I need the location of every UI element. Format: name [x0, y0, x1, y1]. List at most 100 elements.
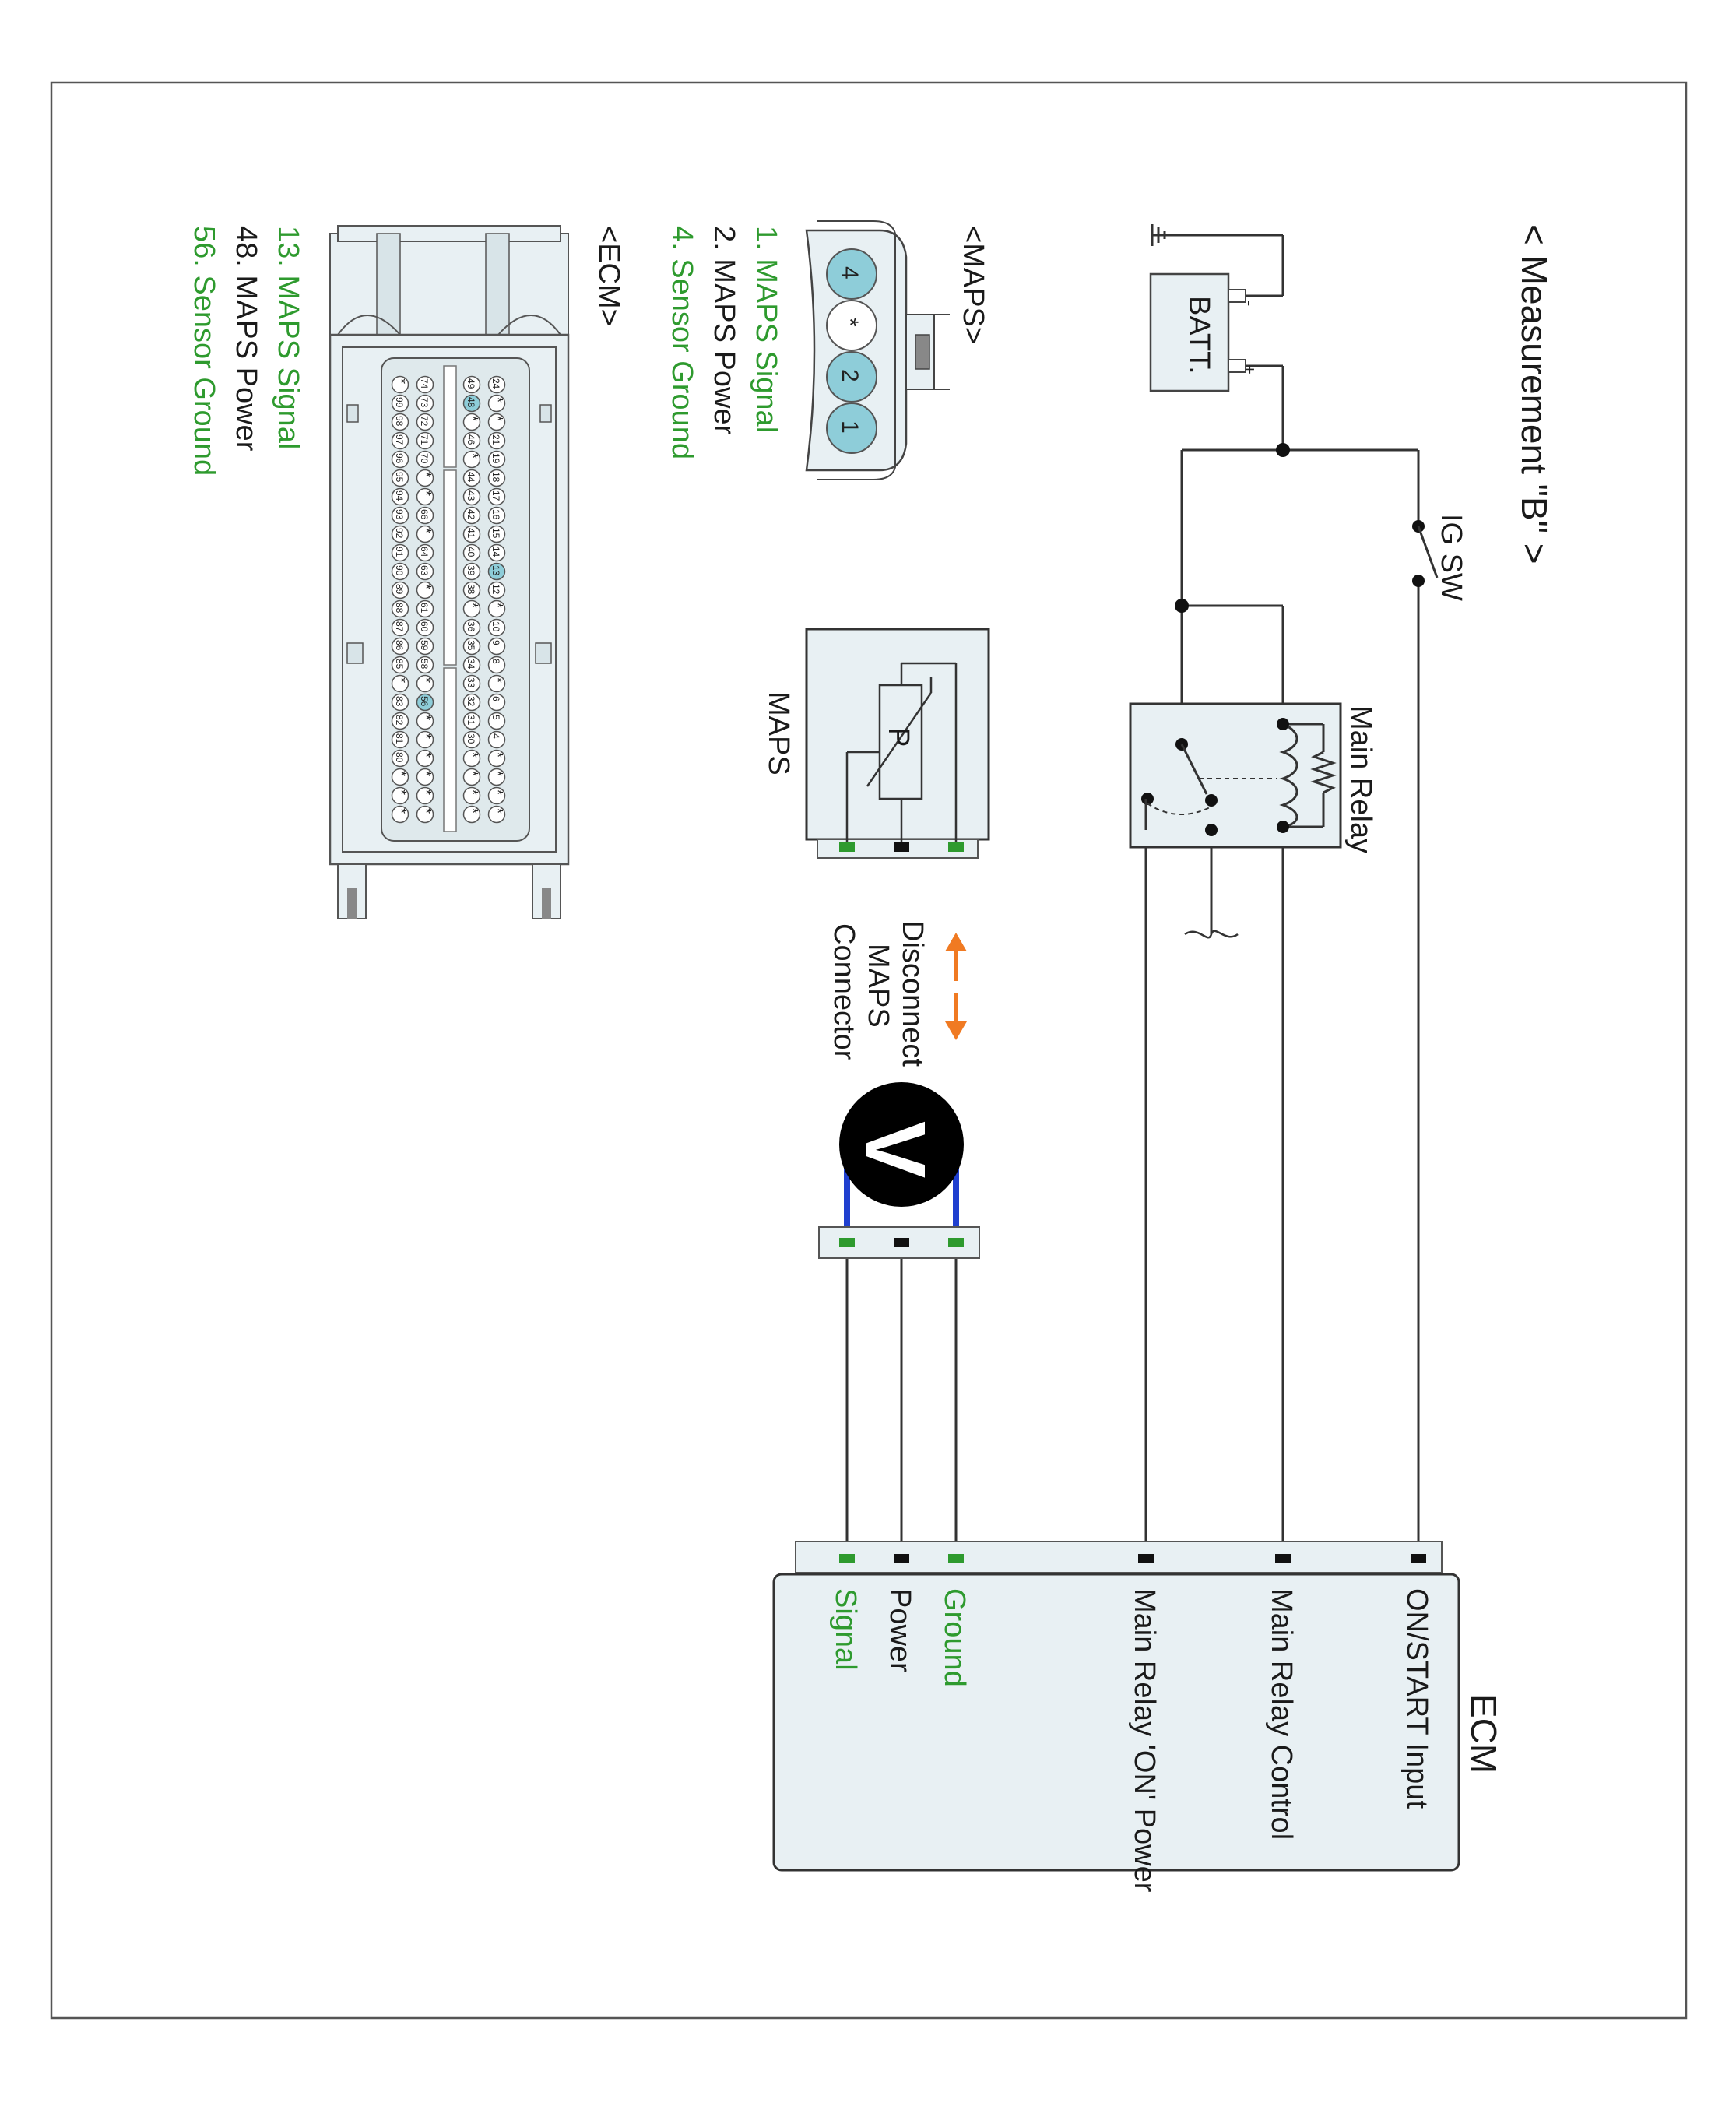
ecm-pin-label: * — [490, 771, 505, 776]
ecm-pin-cell — [391, 749, 409, 768]
ecm-pin-cell — [462, 375, 481, 394]
ecm-pin-label: 44 — [466, 472, 476, 483]
ecm-pin-label: 6 — [490, 696, 501, 701]
ecm-pin-cell — [391, 375, 409, 394]
ecm-pin-label: 43 — [466, 490, 476, 501]
ecm-pin-label: 95 — [394, 472, 405, 483]
ecm-pin-cell — [416, 581, 434, 599]
ecm-pin-label: 34 — [466, 659, 476, 670]
ecm-pin-cell — [462, 674, 481, 693]
ecm-pin-label: 32 — [466, 696, 476, 707]
ecm-pin-cell — [416, 469, 434, 487]
ecm-pin-label: * — [418, 715, 434, 720]
ecm-pin-label: 17 — [490, 490, 501, 501]
instruction-line1: Disconnect — [896, 920, 929, 1067]
ecm-pin-cell — [487, 749, 506, 768]
ecm-pin-cell — [391, 469, 409, 487]
junction-dots — [1175, 443, 1290, 613]
ground-icon — [1151, 224, 1166, 246]
ecm-pin-cell — [391, 394, 409, 413]
disconnect-instruction: Disconnect MAPS Connector — [828, 920, 967, 1067]
ecm-pin-label: * — [418, 771, 434, 776]
maps-cavity — [826, 300, 877, 351]
ecm-pin-cell — [416, 599, 434, 618]
maps-sensor: P MAPS — [762, 628, 990, 859]
voltmeter-symbol: V — [847, 1121, 943, 1178]
voltmeter: V — [839, 1082, 964, 1244]
ecm-pin-label: 90 — [394, 565, 405, 576]
ecm-pin-cell — [391, 637, 409, 656]
ecm-pin-cell — [462, 581, 481, 599]
ecm-pin-label: 63 — [419, 565, 430, 576]
ecm-pin-48: 48. MAPS Power — [230, 226, 262, 452]
ecm-pin-cell — [462, 693, 481, 712]
ecm-terminal-power: Power — [884, 1588, 916, 1672]
ecm-pin-cell — [487, 450, 506, 469]
ecm-pin-label: 21 — [490, 434, 501, 445]
ecm-pin-label: 4 — [490, 733, 501, 739]
ecm-pin-label: * — [418, 584, 434, 589]
ecm-pin-cell — [487, 730, 506, 749]
battery-plus: + — [1240, 364, 1260, 374]
ecm-pin-cell — [462, 394, 481, 413]
ecm-pin-cell — [487, 656, 506, 674]
ecm-pin-label: * — [465, 808, 480, 814]
ecm-pin-label: 33 — [466, 677, 476, 688]
ecm-pin-cell — [416, 786, 434, 805]
ecm-pin-label: * — [465, 771, 480, 776]
ecm-pin-cell — [487, 562, 506, 581]
maps-cavities: 4*21 — [826, 248, 877, 454]
ecm-pin-label: 56 — [419, 696, 430, 707]
ecm-pin-label: 24 — [490, 378, 501, 389]
ecm-pin-cell — [391, 730, 409, 749]
ecm-pin-label: 10 — [490, 621, 501, 632]
ecm-pin-label: * — [490, 677, 505, 683]
ecm-pin-label: * — [490, 752, 505, 758]
maps-element-label: P — [882, 727, 915, 747]
ecm-pin-label: 18 — [490, 472, 501, 483]
diagram-frame — [50, 81, 1688, 2020]
ecm-pin-label: 60 — [419, 621, 430, 632]
ecm-pin-label: 30 — [466, 733, 476, 744]
maps-pin-2: 2. MAPS Power — [708, 226, 740, 435]
ecm-pin-label: 83 — [394, 696, 405, 707]
ecm-pin-cell — [416, 375, 434, 394]
ecm-connector-title: <ECM> — [592, 226, 625, 326]
ecm-pin-label: * — [490, 808, 505, 814]
ecm-pin-cell — [462, 805, 481, 824]
ecm-pin-cell — [487, 394, 506, 413]
ecm-pin-cell — [462, 562, 481, 581]
ecm-pin-label: 98 — [394, 416, 405, 427]
wire-break-icon — [1184, 930, 1239, 939]
maps-connector-title: <MAPS> — [957, 226, 989, 344]
maps-cavity-label: * — [837, 318, 863, 327]
ecm-pin-cell — [416, 693, 434, 712]
maps-pin-1: 1. MAPS Signal — [750, 226, 782, 433]
ecm-pin-label: 48 — [466, 397, 476, 408]
ecm-pin-label: 80 — [394, 752, 405, 763]
ig-switch: IG SW — [1412, 514, 1467, 601]
ecm-pin-label: * — [418, 472, 434, 477]
ecm-pin-label: * — [393, 771, 409, 776]
ecm-pin-label: 5 — [490, 715, 501, 720]
ecm-pin-label: 16 — [490, 509, 501, 520]
ecm-terminal-on-start: ON/START Input — [1400, 1588, 1433, 1809]
ecm-pin-label: * — [393, 808, 409, 814]
ecm-pin-label: 38 — [466, 584, 476, 595]
instruction-line2: MAPS — [862, 944, 894, 1028]
ecm-pin-cell — [487, 599, 506, 618]
ecm-pin-cell — [391, 506, 409, 525]
ecm-pin-cell — [487, 487, 506, 506]
maps-cavity-label: 4 — [837, 266, 863, 280]
ecm-terminal-relay-on-power: Main Relay 'ON' Power — [1128, 1588, 1161, 1893]
ecm-pin-label: * — [465, 603, 480, 608]
ecm-block: ECM ON/START Input Main Relay Control Ma… — [772, 1541, 1504, 1893]
maps-connector: 4*21 <MAPS> 1. MAPS Signal 2. MAPS Power… — [666, 220, 989, 480]
harness-connector — [818, 1226, 980, 1259]
ecm-pin-cell — [416, 562, 434, 581]
maps-cavity-label: 1 — [837, 420, 863, 434]
ecm-pin-cell — [462, 431, 481, 450]
ecm-pin-label: * — [418, 733, 434, 739]
